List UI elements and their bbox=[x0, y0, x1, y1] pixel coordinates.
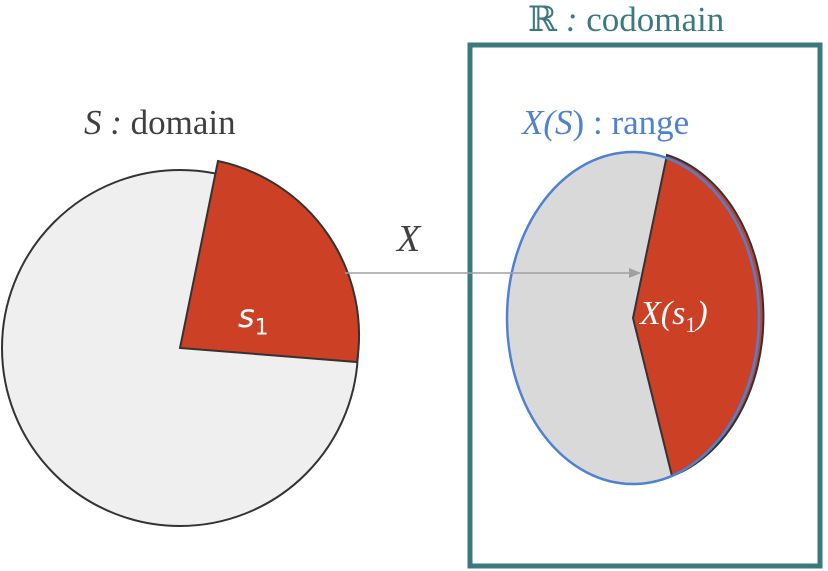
domain-label: S : domain bbox=[84, 105, 236, 140]
image-label: X(s1) bbox=[640, 297, 708, 336]
domain-highlight-sector bbox=[178, 159, 360, 364]
image-subscript: 1 bbox=[685, 311, 697, 337]
range-label: X(S) : range bbox=[522, 105, 689, 140]
image-suffix: ) bbox=[696, 295, 708, 332]
image-base: s bbox=[672, 295, 686, 332]
codomain-label: ℝ : codomain bbox=[528, 2, 724, 37]
range-symbol-open: X( bbox=[522, 103, 556, 142]
codomain-word: codomain bbox=[586, 0, 725, 39]
codomain-symbol: ℝ bbox=[528, 0, 558, 39]
range-symbol-var: S bbox=[555, 103, 573, 142]
range-outline bbox=[505, 150, 761, 486]
range-separator: : bbox=[584, 103, 612, 142]
image-prefix: X( bbox=[640, 295, 673, 332]
element-base: s bbox=[238, 297, 255, 335]
domain-separator: : bbox=[101, 103, 131, 142]
mapping-label: X bbox=[397, 218, 421, 260]
element-subscript: 1 bbox=[254, 315, 269, 341]
codomain-separator: : bbox=[557, 0, 587, 39]
element-label: s1 bbox=[238, 300, 269, 339]
domain-symbol: S bbox=[84, 103, 102, 142]
codomain-box bbox=[467, 42, 823, 569]
domain-word: domain bbox=[130, 103, 236, 142]
range-symbol-close: ) bbox=[572, 103, 585, 142]
range-highlight-region bbox=[631, 153, 765, 478]
range-word: range bbox=[611, 103, 690, 142]
